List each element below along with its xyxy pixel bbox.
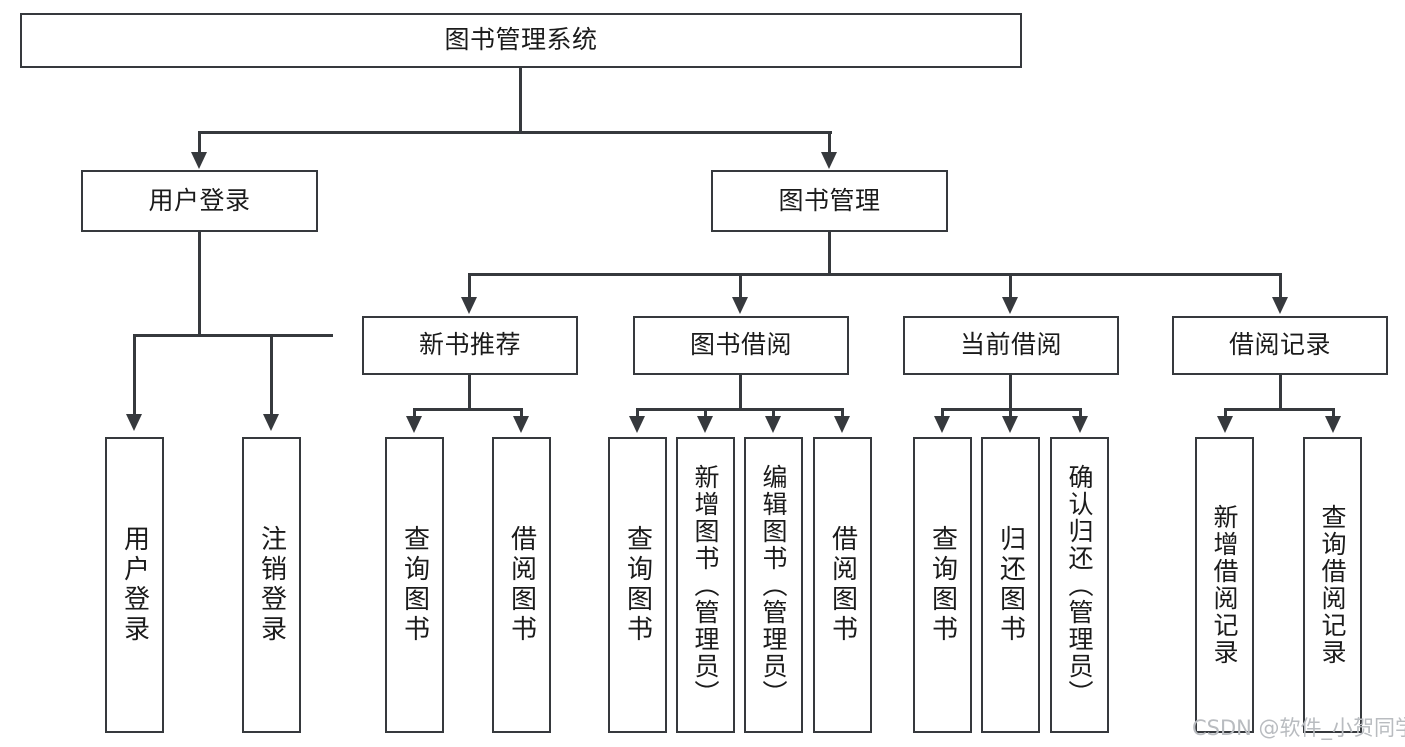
- leaf-current-borrow-query[interactable]: 查询图书: [913, 437, 972, 733]
- node-current-borrow[interactable]: 当前借阅: [903, 316, 1119, 375]
- leaf-book-borrow-query[interactable]: 查询图书: [608, 437, 667, 733]
- connector-new-book-child-1: [413, 408, 416, 420]
- connector-book-borrow-child-1: [636, 408, 639, 420]
- node-label: 用户登录: [148, 185, 251, 215]
- arrowhead-leaf-current-borrow-2: [1002, 416, 1018, 433]
- connector-borrow-records-stem: [1279, 375, 1282, 410]
- arrowhead-leaf-book-borrow-2: [697, 416, 713, 433]
- leaf-new-book-borrow[interactable]: 借阅图书: [492, 437, 551, 733]
- connector-book-borrow-child-3: [772, 408, 775, 420]
- connector-book-mgmt-to-new-book: [468, 273, 471, 301]
- connector-new-book-stem: [468, 375, 471, 410]
- node-label: 图书管理系统: [444, 25, 598, 55]
- connector-book-borrow-child-2: [704, 408, 707, 420]
- node-label: 查询借阅记录: [1318, 504, 1347, 666]
- connector-current-borrow-child-2: [1009, 408, 1012, 420]
- leaf-book-borrow-edit[interactable]: 编辑图书（管理员）: [744, 437, 803, 733]
- connector-root-to-user-login: [198, 131, 201, 156]
- arrowhead-leaf-user-login-2: [263, 414, 279, 431]
- node-label: 图书管理: [778, 185, 881, 215]
- connector-book-mgmt-to-current-borrow: [1009, 273, 1012, 301]
- connector-new-book-bus: [413, 408, 523, 411]
- node-label: 新增借阅记录: [1210, 504, 1239, 666]
- node-label: 查询图书: [622, 525, 653, 645]
- node-label: 借阅图书: [506, 525, 537, 645]
- connector-book-borrow-stem: [739, 375, 742, 410]
- connector-current-borrow-stem: [1009, 375, 1012, 410]
- connector-user-login-child-1: [133, 334, 136, 418]
- node-label: 查询图书: [399, 525, 430, 645]
- leaf-current-borrow-return[interactable]: 归还图书: [981, 437, 1040, 733]
- arrowhead-leaf-new-book-2: [513, 416, 529, 433]
- arrowhead-leaf-new-book-1: [406, 416, 422, 433]
- node-label: 确认归还（管理员）: [1065, 463, 1094, 707]
- node-label: 注销登录: [256, 525, 287, 645]
- connector-book-mgmt-bus: [468, 273, 1282, 276]
- arrowhead-leaf-borrow-records-1: [1217, 416, 1233, 433]
- connector-new-book-child-2: [520, 408, 523, 420]
- leaf-book-borrow-add[interactable]: 新增图书（管理员）: [676, 437, 735, 733]
- connector-borrow-records-child-1: [1224, 408, 1227, 420]
- arrowhead-new-book-recommend: [461, 297, 477, 314]
- connector-user-login-bus: [133, 334, 333, 337]
- arrowhead-leaf-book-borrow-3: [765, 416, 781, 433]
- connector-user-login-stem: [198, 232, 201, 336]
- leaf-new-book-query[interactable]: 查询图书: [385, 437, 444, 733]
- connector-book-mgmt-to-book-borrow: [739, 273, 742, 301]
- connector-book-borrow-bus: [636, 408, 844, 411]
- connector-root-stem: [519, 68, 522, 132]
- arrowhead-current-borrow: [1002, 297, 1018, 314]
- connector-book-mgmt-stem: [828, 232, 831, 275]
- arrowhead-user-login: [191, 152, 207, 169]
- connector-book-mgmt-to-borrow-records: [1279, 273, 1282, 301]
- node-borrow-records[interactable]: 借阅记录: [1172, 316, 1388, 375]
- connector-book-borrow-child-4: [841, 408, 844, 420]
- leaf-user-login-logout[interactable]: 注销登录: [242, 437, 301, 733]
- connector-current-borrow-child-1: [941, 408, 944, 420]
- leaf-current-borrow-confirm-return[interactable]: 确认归还（管理员）: [1050, 437, 1109, 733]
- connector-root-to-book-mgmt: [828, 131, 831, 156]
- node-book-borrow[interactable]: 图书借阅: [633, 316, 849, 375]
- node-label: 新增图书（管理员）: [691, 463, 720, 707]
- node-book-management[interactable]: 图书管理: [711, 170, 948, 232]
- arrowhead-book-mgmt: [821, 152, 837, 169]
- node-label: 图书借阅: [689, 330, 792, 360]
- leaf-borrow-records-query[interactable]: 查询借阅记录: [1303, 437, 1362, 733]
- node-root-system[interactable]: 图书管理系统: [20, 13, 1022, 68]
- arrowhead-leaf-user-login-1: [126, 414, 142, 431]
- arrowhead-leaf-borrow-records-2: [1325, 416, 1341, 433]
- node-user-login[interactable]: 用户登录: [81, 170, 318, 232]
- node-label: 归还图书: [995, 525, 1026, 645]
- node-label: 借阅记录: [1228, 330, 1331, 360]
- node-label: 用户登录: [119, 525, 150, 645]
- node-label: 查询图书: [927, 525, 958, 645]
- arrowhead-book-borrow: [732, 297, 748, 314]
- node-label: 当前借阅: [959, 330, 1062, 360]
- arrowhead-borrow-records: [1272, 297, 1288, 314]
- leaf-book-borrow-borrow[interactable]: 借阅图书: [813, 437, 872, 733]
- node-label: 编辑图书（管理员）: [759, 463, 788, 707]
- node-new-book-recommend[interactable]: 新书推荐: [362, 316, 578, 375]
- node-label: 借阅图书: [827, 525, 858, 645]
- connector-user-login-child-2: [270, 334, 273, 418]
- arrowhead-leaf-book-borrow-4: [834, 416, 850, 433]
- leaf-borrow-records-add[interactable]: 新增借阅记录: [1195, 437, 1254, 733]
- arrowhead-leaf-current-borrow-3: [1072, 416, 1088, 433]
- connector-borrow-records-child-2: [1332, 408, 1335, 420]
- leaf-user-login-login[interactable]: 用户登录: [105, 437, 164, 733]
- connector-root-bus: [198, 131, 832, 134]
- connector-current-borrow-child-3: [1079, 408, 1082, 420]
- connector-borrow-records-bus: [1224, 408, 1335, 411]
- arrowhead-leaf-current-borrow-1: [934, 416, 950, 433]
- node-label: 新书推荐: [418, 330, 521, 360]
- csdn-watermark: CSDN @软件_小贺同学: [1192, 716, 1405, 740]
- arrowhead-leaf-book-borrow-1: [629, 416, 645, 433]
